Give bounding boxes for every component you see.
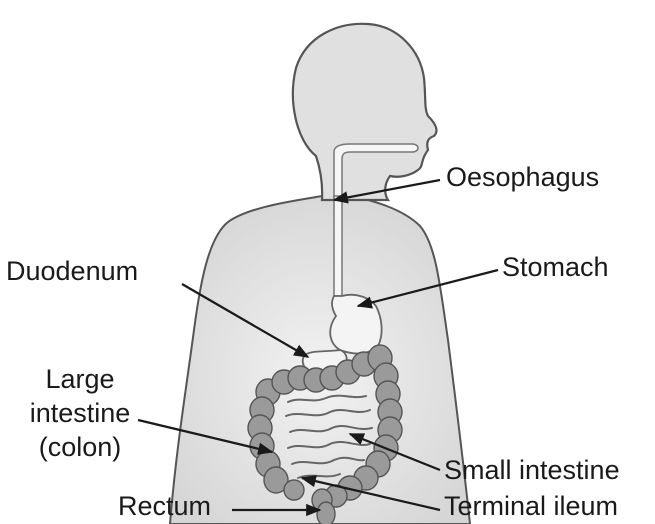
label-oesophagus: Oesophagus	[446, 164, 599, 191]
head-outline	[293, 24, 437, 200]
label-duodenum: Duodenum	[6, 258, 138, 285]
label-large-intestine-line1: Large	[6, 362, 154, 396]
stomach	[330, 295, 381, 354]
label-rectum: Rectum	[118, 493, 211, 520]
label-large-intestine: Large intestine (colon)	[6, 362, 154, 464]
label-large-intestine-line3: (colon)	[6, 430, 154, 464]
label-terminal-ileum: Terminal ileum	[444, 493, 618, 520]
label-large-intestine-line2: intestine	[6, 396, 154, 430]
label-small-intestine: Small intestine	[444, 457, 620, 484]
label-stomach: Stomach	[502, 254, 609, 281]
oesophagus	[334, 196, 342, 296]
